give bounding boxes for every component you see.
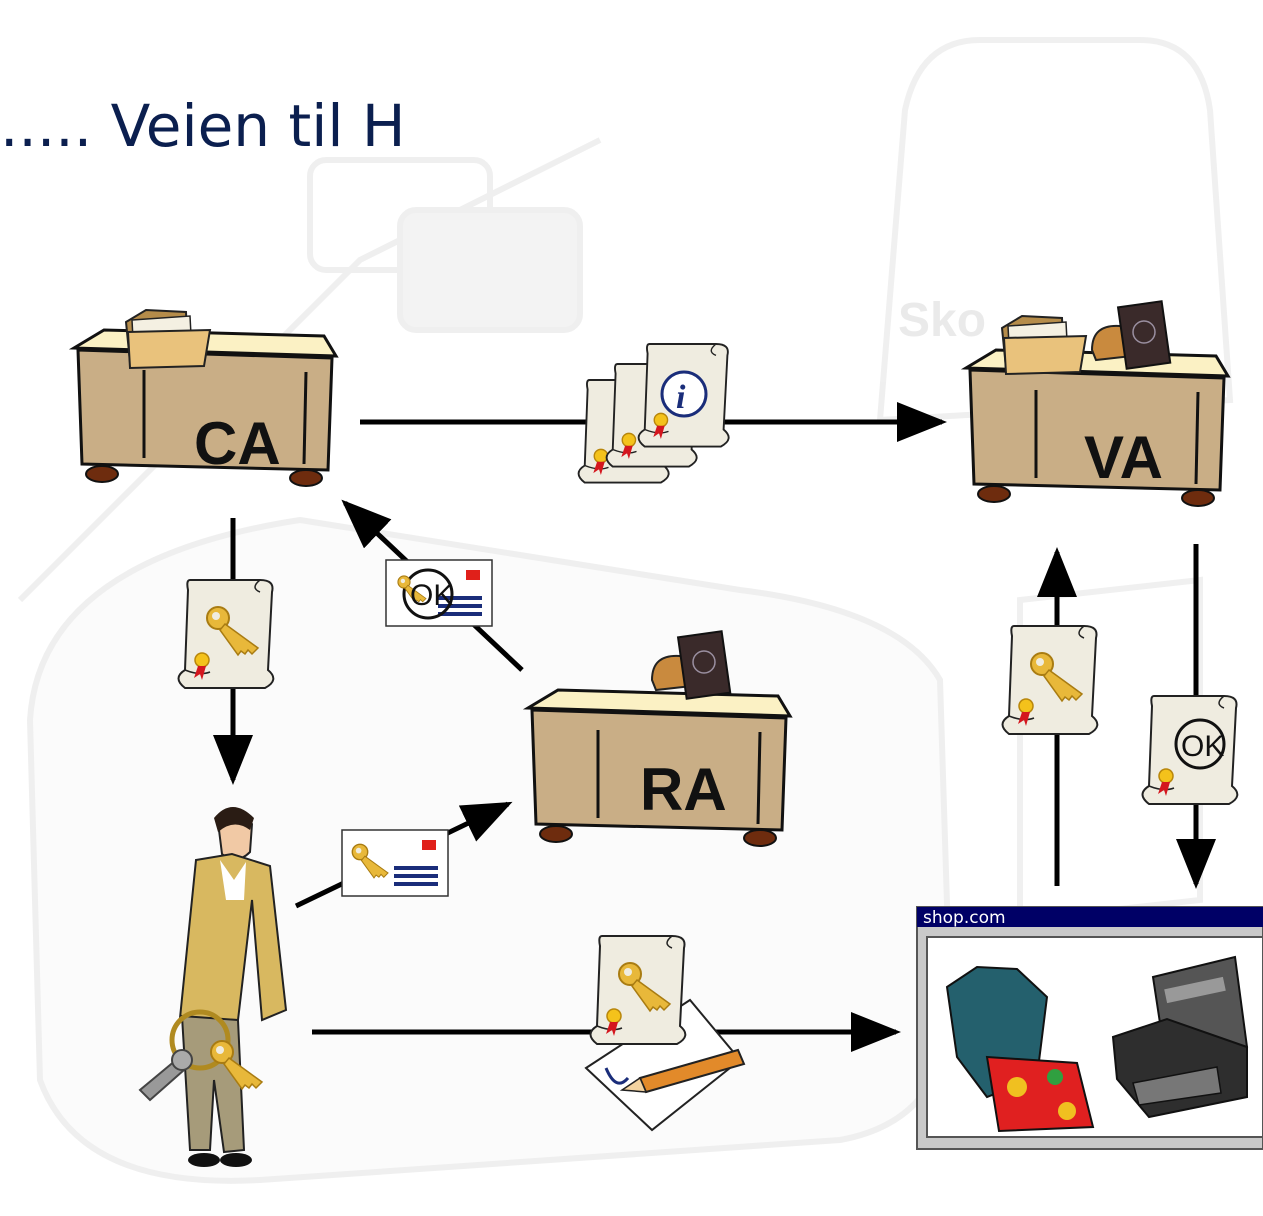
person-icon bbox=[138, 807, 288, 1167]
ra-node: RA bbox=[526, 630, 792, 848]
shop-window: shop.com bbox=[916, 906, 1263, 1150]
ca-node: CA bbox=[72, 309, 338, 488]
background-decoration bbox=[17, 37, 1234, 1184]
ca-label: CA bbox=[194, 410, 281, 477]
ok-certificate-text: OK bbox=[1181, 730, 1224, 763]
shop-window-title: shop.com bbox=[923, 908, 1006, 928]
folder-icon bbox=[1001, 315, 1087, 375]
ok-certificate-icon: OK bbox=[1141, 695, 1239, 805]
va-label: VA bbox=[1084, 424, 1163, 491]
folder-icon bbox=[125, 309, 211, 369]
approved-envelope-icon: OK bbox=[385, 559, 493, 627]
slide-title: ..... Veien til H bbox=[0, 92, 406, 160]
ok-envelope-text: OK bbox=[410, 579, 453, 612]
key-certificate-icon bbox=[1001, 625, 1099, 735]
pencil-icon bbox=[619, 1048, 746, 1094]
key-envelope-icon bbox=[341, 829, 449, 897]
approval-stamp-icon bbox=[1091, 300, 1172, 370]
shirt-icon bbox=[945, 965, 1095, 1133]
key-ring-icon bbox=[138, 1009, 263, 1102]
certificate-stack-icon: i bbox=[577, 343, 730, 484]
signed-document-icon bbox=[584, 935, 746, 1132]
info-badge-text: i bbox=[676, 379, 686, 416]
watermark-text: Sko bbox=[898, 294, 986, 347]
key-certificate-icon bbox=[177, 579, 275, 689]
ra-label: RA bbox=[640, 756, 727, 823]
va-node: VA bbox=[964, 300, 1230, 508]
cash-register-icon bbox=[1111, 955, 1249, 1119]
